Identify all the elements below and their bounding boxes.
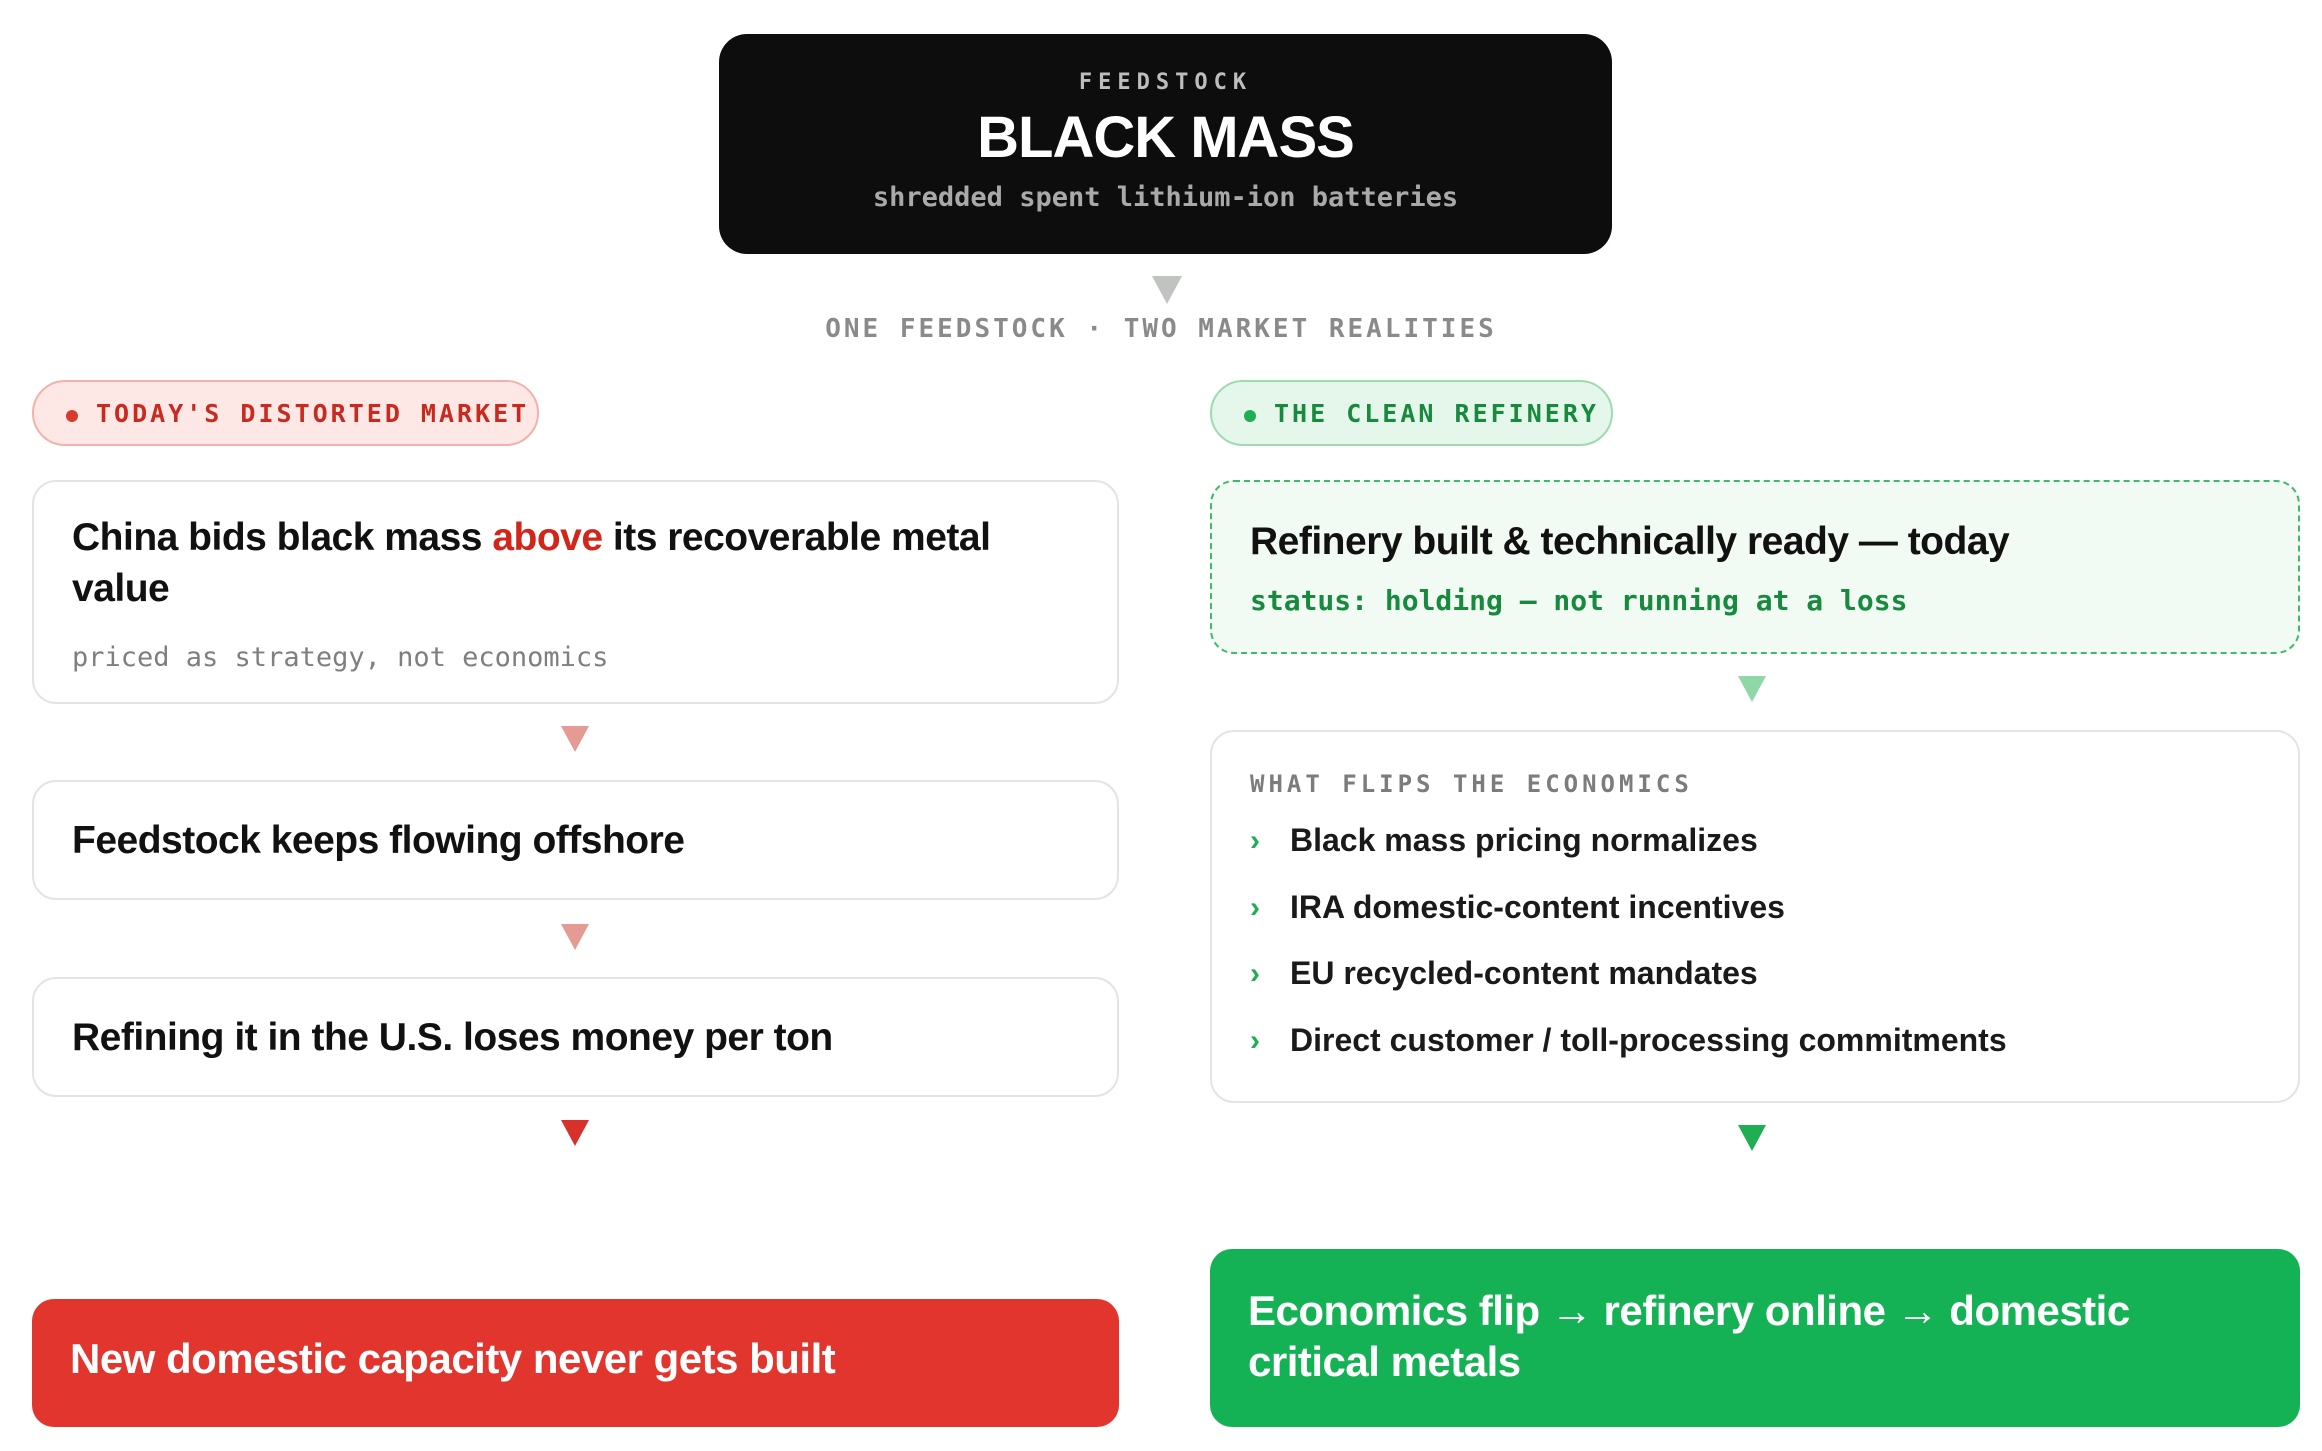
list-item: › Direct customer / toll-processing commi… (1250, 1022, 2007, 1089)
positive-outcome-box: Economics flip → refinery online → domes… (1210, 1249, 2300, 1427)
china-bids-heading: China bids black mass above its recovera… (72, 512, 1047, 614)
feedstock-eyebrow: FEEDSTOCK (1078, 70, 1253, 95)
feedstock-title: BLACK MASS (977, 105, 1355, 170)
down-arrow-icon (1738, 676, 1766, 702)
down-arrow-icon (561, 924, 589, 950)
list-item-label: IRA domestic-content incentives (1290, 888, 1785, 925)
list-item: › EU recycled-content mandates (1250, 955, 2007, 1022)
refinery-status: status: holding — not running at a loss (1250, 584, 1908, 617)
distorted-market-pill: TODAY'S DISTORTED MARKET (32, 380, 539, 446)
economics-flip-box: WHAT FLIPS THE ECONOMICS › Black mass pri… (1210, 730, 2300, 1103)
china-bids-text-post: its recoverable metal value (72, 516, 991, 610)
distorted-market-label: TODAY'S DISTORTED MARKET (96, 398, 530, 428)
chevron-right-icon: › (1250, 890, 1260, 924)
negative-outcome-text: New domestic capacity never gets built (70, 1335, 836, 1382)
red-dot-icon (66, 410, 78, 422)
down-arrow-icon (1738, 1125, 1766, 1151)
split-caption: ONE FEEDSTOCK · TWO MARKET REALITIES (825, 314, 1497, 344)
refining-loss-box: Refining it in the U.S. loses money per … (32, 977, 1119, 1097)
feedstock-card: FEEDSTOCK BLACK MASS shredded spent lith… (719, 34, 1612, 254)
refining-loss-heading: Refining it in the U.S. loses money per … (72, 1016, 833, 1059)
negative-outcome-box: New domestic capacity never gets built (32, 1299, 1119, 1427)
list-item: › Black mass pricing normalizes (1250, 822, 2007, 889)
china-bids-note: priced as strategy, not economics (72, 642, 609, 673)
chevron-right-icon: › (1250, 824, 1260, 857)
refinery-ready-box: Refinery built & technically ready — tod… (1210, 480, 2300, 654)
down-arrow-icon (561, 726, 589, 752)
list-item-label: Black mass pricing normalizes (1290, 822, 1758, 858)
list-item-label: Direct customer / toll-processing commit… (1290, 1021, 2007, 1058)
clean-refinery-pill: THE CLEAN REFINERY (1210, 380, 1613, 446)
chevron-right-icon: › (1250, 957, 1260, 990)
down-arrow-icon (561, 1120, 589, 1146)
feedstock-offshore-heading: Feedstock keeps flowing offshore (72, 819, 685, 862)
china-bids-box: China bids black mass above its recovera… (32, 480, 1119, 704)
green-dot-icon (1244, 410, 1256, 422)
down-arrow-icon (1152, 276, 1182, 304)
economics-flip-list: › Black mass pricing normalizes › IRA dome… (1250, 822, 2007, 1088)
positive-outcome-text: Economics flip → refinery online → domes… (1248, 1287, 2130, 1385)
china-bids-highlight: above (492, 516, 603, 559)
chevron-right-icon: › (1250, 1023, 1260, 1057)
clean-refinery-label: THE CLEAN REFINERY (1274, 398, 1599, 428)
list-item: › IRA domestic-content incentives (1250, 889, 2007, 956)
feedstock-offshore-box: Feedstock keeps flowing offshore (32, 780, 1119, 900)
china-bids-text-pre: China bids black mass (72, 516, 493, 559)
economics-flip-eyebrow: WHAT FLIPS THE ECONOMICS (1250, 770, 1693, 798)
list-item-label: EU recycled-content mandates (1290, 955, 1758, 991)
feedstock-subtitle: shredded spent lithium-ion batteries (872, 182, 1459, 213)
refinery-ready-heading: Refinery built & technically ready — tod… (1250, 520, 2010, 563)
